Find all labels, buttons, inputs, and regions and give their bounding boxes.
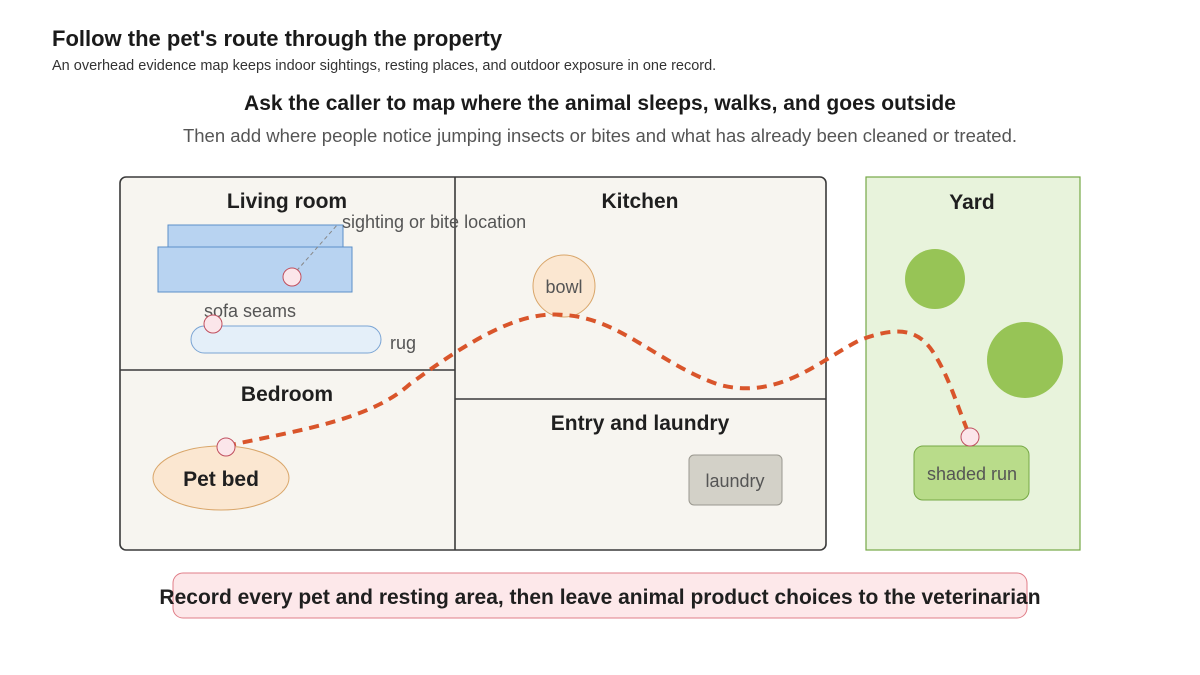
yard-bush-small (905, 249, 965, 309)
sighting-marker-yard (960, 427, 980, 447)
page-title: Follow the pet's route through the prope… (52, 26, 503, 51)
sofa-back (167, 224, 344, 250)
sighting-annotation: sighting or bite location (342, 212, 526, 232)
annotation-leader-line (291, 223, 339, 277)
laundry-unit (688, 454, 783, 506)
prompt-heading: Ask the caller to map where the animal s… (244, 92, 956, 115)
rug-label: rug (390, 333, 416, 353)
sofa-seat (157, 246, 353, 293)
prompt-subheading: Then add where people notice jumping ins… (182, 125, 1018, 146)
entry-laundry-label: Entry and laundry (551, 412, 730, 435)
yard-bush-large (987, 322, 1063, 398)
shaded-run-label: shaded run (927, 464, 1017, 484)
living-room-label: Living room (227, 190, 347, 213)
laundry-label: laundry (705, 471, 764, 491)
bowl-label: bowl (545, 277, 582, 297)
bowl (532, 254, 596, 318)
sighting-marker-rug (203, 314, 223, 334)
yard-label: Yard (949, 191, 995, 214)
rug (190, 325, 382, 354)
sighting-marker-bed (216, 437, 236, 457)
kitchen-label: Kitchen (601, 190, 678, 213)
footer-note: Record every pet and resting area, then … (159, 586, 1040, 609)
pet-bed-label: Pet bed (183, 468, 259, 491)
sofa-seams-label: sofa seams (204, 301, 296, 321)
sighting-marker-sofa (282, 267, 302, 287)
bedroom-label: Bedroom (241, 383, 333, 406)
page-subtitle: An overhead evidence map keeps indoor si… (52, 58, 717, 74)
footer-note-box (172, 572, 1028, 619)
